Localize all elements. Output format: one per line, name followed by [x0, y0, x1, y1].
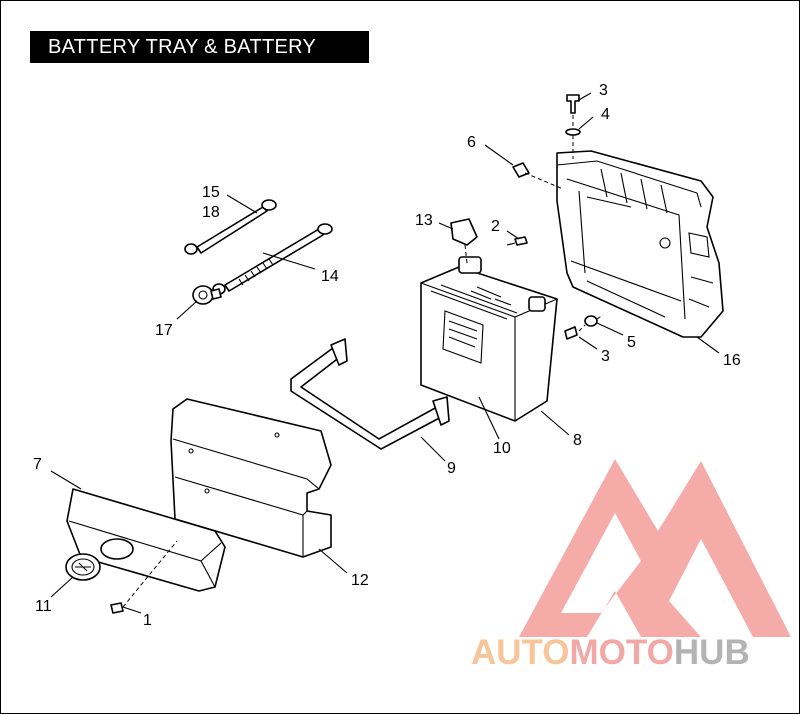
callout-7: 7 [33, 456, 42, 473]
callout-5: 5 [627, 334, 636, 351]
callout-2: 2 [491, 218, 500, 235]
callout-12: 12 [351, 572, 369, 589]
callout-13: 13 [415, 212, 433, 229]
callout-3-side: 3 [601, 348, 610, 365]
tray-bolt [512, 162, 564, 190]
tray-side-screw [564, 314, 604, 340]
battery-tray [556, 150, 724, 338]
callout-4: 4 [601, 106, 610, 123]
callout-10: 10 [493, 440, 511, 457]
diagram-title: BATTERY TRAY & BATTERY [30, 31, 369, 63]
battery-strap [290, 338, 450, 450]
callout-9: 9 [447, 460, 456, 477]
medallion [65, 553, 101, 581]
watermark-moto: MOTO [570, 633, 674, 672]
callout-17: 17 [155, 322, 173, 339]
callout-15: 15 [202, 184, 220, 201]
watermark-logo: AUTOMOTOHUB [471, 459, 791, 672]
watermark-logo-mark [519, 459, 791, 637]
battery [420, 256, 558, 422]
side-cover [66, 488, 226, 592]
rear-cover [170, 398, 332, 558]
callout-18: 18 [202, 204, 220, 221]
tray-top-screw [565, 94, 581, 159]
watermark-auto: AUTO [471, 633, 570, 672]
terminal-cover [450, 218, 478, 264]
terminal-screw [506, 236, 528, 246]
svg-text:AUTOMOTOHUB: AUTOMOTOHUB [471, 633, 750, 672]
callout-8: 8 [573, 432, 582, 449]
callout-14: 14 [321, 268, 339, 285]
callout-11: 11 [35, 598, 52, 615]
callout-3-top: 3 [599, 82, 608, 99]
callout-16: 16 [723, 352, 741, 369]
ground-cable [184, 199, 277, 255]
callout-1: 1 [143, 612, 152, 629]
cover-screw [110, 540, 178, 614]
callout-6: 6 [467, 134, 476, 151]
cable-boot [192, 285, 222, 305]
watermark-hub: HUB [674, 633, 750, 672]
